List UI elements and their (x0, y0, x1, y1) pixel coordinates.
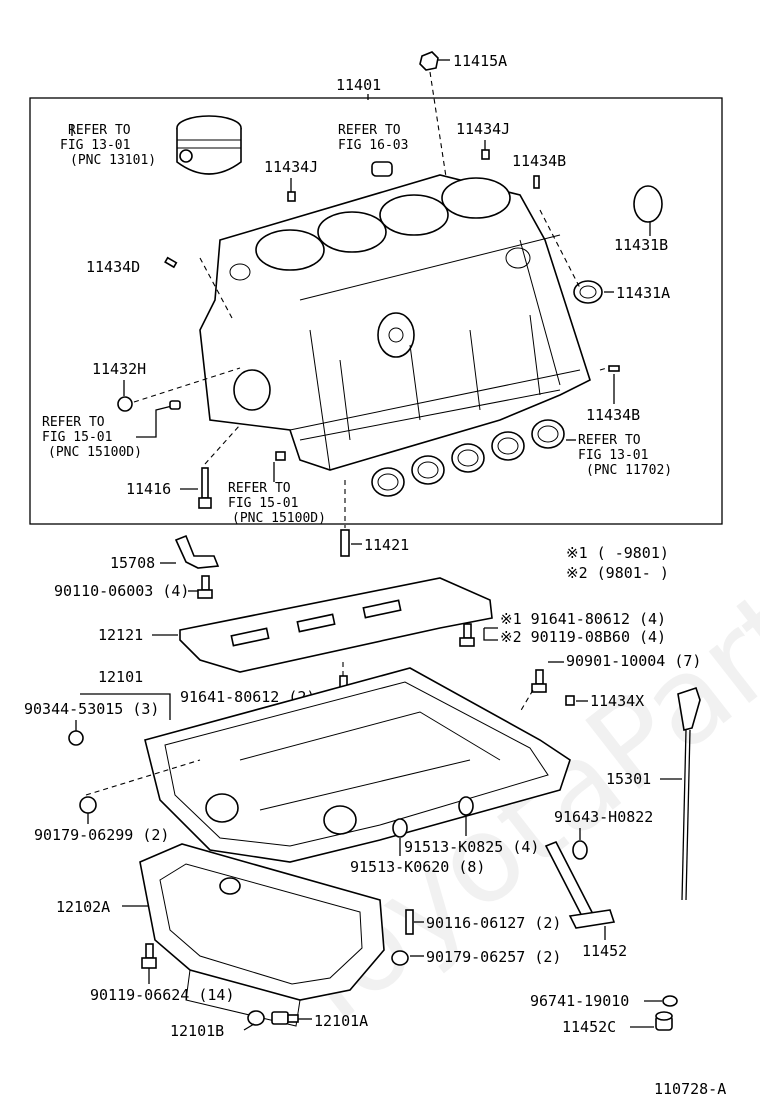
label-12121: 12121 (98, 626, 143, 644)
figure-id: 110728-A (654, 1080, 726, 1098)
note-2: ※2 (9801- ) (566, 564, 669, 582)
ref-bearing-line2: FIG 13-01 (578, 448, 648, 463)
part-11432H-plug (117, 396, 133, 412)
part-90116-stud (405, 909, 414, 935)
label-11452: 11452 (582, 942, 627, 960)
part-11452-strainer-pipe (544, 840, 616, 929)
label-11434J-top: 11434J (456, 120, 510, 138)
ref-pump-line2: FIG 15-01 (228, 496, 298, 511)
part-90110-bolt (197, 575, 213, 599)
part-11434J-pin-top (481, 149, 490, 160)
label-11434B-right: 11434B (586, 406, 640, 424)
part-91513-bolt-b (392, 818, 408, 838)
part-96741-gasket (662, 995, 678, 1007)
part-91643-bolt (572, 840, 588, 860)
part-12101B-gasket (247, 1010, 265, 1026)
part-11415A-icon (419, 51, 450, 71)
ref-bearing-line1: REFER TO (578, 433, 641, 448)
label-12102A: 12102A (56, 898, 110, 916)
label-11434D: 11434D (86, 258, 140, 276)
ref-pump-line1: REFER TO (228, 481, 291, 496)
part-pump-dowel (275, 451, 286, 461)
part-90179-nut-b (391, 950, 409, 966)
label-12101A: 12101A (314, 1012, 368, 1030)
part-11421-stud (340, 529, 350, 557)
label-90110: 90110-06003 (4) (54, 582, 189, 600)
ref-front-line1: REFER TO (42, 415, 105, 430)
ref-plug-line2: FIG 16-03 (338, 138, 408, 153)
label-91513-K0825: 91513-K0825 (4) (404, 838, 539, 856)
label-15708: 15708 (110, 554, 155, 572)
part-12121-baffle-plate (179, 577, 493, 673)
ref-pump-line3: (PNC 15100D) (232, 511, 326, 526)
label-11434B-top: 11434B (512, 152, 566, 170)
label-15301: 15301 (606, 770, 651, 788)
ref-front-line2: FIG 15-01 (42, 430, 112, 445)
ref-piston-line3: (PNC 13101) (70, 153, 156, 168)
label-90179-06299: 90179-06299 (2) (34, 826, 169, 844)
label-11421: 11421 (364, 536, 409, 554)
label-90901: 90901-10004 (7) (566, 652, 701, 670)
piston-icon (176, 115, 242, 175)
part-front-dowel (169, 400, 181, 410)
label-90116: 90116-06127 (2) (426, 914, 561, 932)
note-1: ※1 ( -9801) (566, 544, 669, 562)
label-11431B: 11431B (614, 236, 668, 254)
part-90179-nut-a (79, 796, 97, 814)
block-group-frame (29, 97, 723, 525)
label-91641-80612-2: 91641-80612 (2) (180, 688, 315, 706)
label-11401: 11401 (336, 76, 381, 94)
part-90901-bolt (531, 669, 547, 693)
main-bearing-set (371, 419, 565, 497)
label-11432H: 11432H (92, 360, 146, 378)
label-90344: 90344-53015 (3) (24, 700, 159, 718)
ref-piston-line1: REFER TO (68, 123, 131, 138)
part-11434B-pin-top (533, 175, 540, 189)
label-11416: 11416 (126, 480, 171, 498)
part-91513-bolt-a (458, 796, 474, 816)
part-11434X-pin (565, 695, 575, 706)
part-90119-bolt (141, 943, 157, 969)
label-11434J-left: 11434J (264, 158, 318, 176)
part-11452C-plug (655, 1011, 673, 1031)
part-11431B-cap (633, 185, 663, 223)
label-91643: 91643-H0822 (554, 808, 653, 826)
part-11416-bolt (198, 467, 212, 509)
plug-icon (371, 161, 393, 177)
ref-plug-line1: REFER TO (338, 123, 401, 138)
label-11434X: 11434X (590, 692, 644, 710)
label-11431A: 11431A (616, 284, 670, 302)
label-91513-K0620: 91513-K0620 (8) (350, 858, 485, 876)
label-90119-06624: 90119-06624 (14) (90, 986, 235, 1004)
label-96741: 96741-19010 (530, 992, 629, 1010)
part-15301-dipstick (677, 686, 701, 901)
ref-bearing-line3: (PNC 11702) (586, 463, 672, 478)
label-90179-06257: 90179-06257 (2) (426, 948, 561, 966)
ref-front-line3: (PNC 15100D) (48, 445, 142, 460)
label-11415A: 11415A (453, 52, 507, 70)
label-90119-08B60-4: ※2 90119-08B60 (4) (500, 628, 666, 646)
label-12101: 12101 (98, 668, 143, 686)
ref-piston-line2: FIG 13-01 (60, 138, 130, 153)
label-12101B: 12101B (170, 1022, 224, 1040)
label-91641-80612-4: ※1 91641-80612 (4) (500, 610, 666, 628)
label-11452C: 11452C (562, 1018, 616, 1036)
part-11431A-seal (573, 280, 603, 304)
part-15708-bracket (174, 534, 220, 569)
part-11434B-pin-right (608, 365, 620, 372)
part-91641-bolt-top (459, 623, 475, 647)
part-90344-plug (68, 730, 84, 746)
part-11434J-pin-left (287, 191, 296, 202)
part-12102A-lower-pan (139, 843, 385, 1027)
part-12101A-drain-plug (271, 1011, 299, 1025)
part-11434D-pin (164, 256, 178, 269)
cylinder-block-11401 (199, 174, 591, 471)
